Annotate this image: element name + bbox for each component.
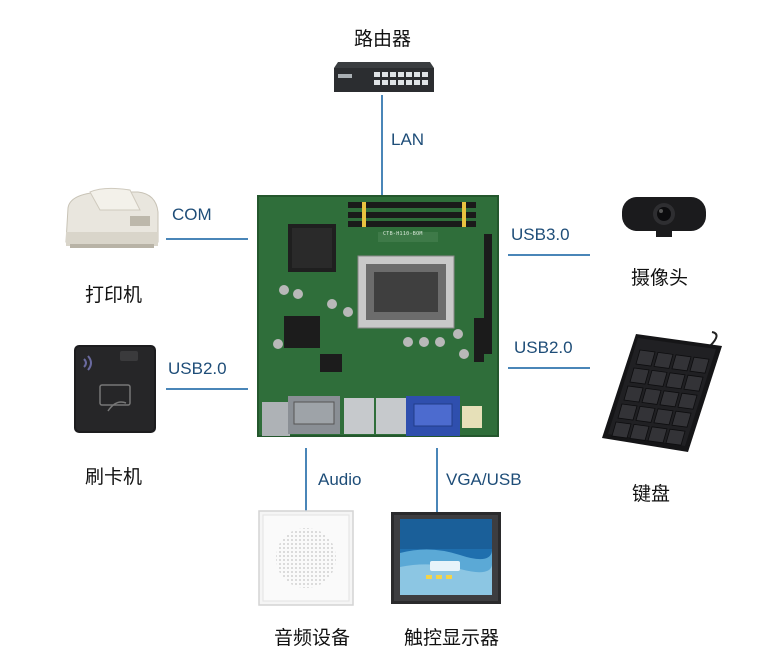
card-reader-icon — [74, 345, 156, 433]
com-label: COM — [172, 205, 212, 224]
card-reader-label: 刷卡机 — [85, 466, 143, 488]
com-line — [166, 238, 248, 240]
keypad-key — [617, 403, 638, 421]
keypad-key — [629, 423, 650, 441]
usb20-right-label: USB2.0 — [514, 338, 573, 357]
audio-label: Audio — [318, 470, 362, 489]
keyboard-label: 键盘 — [632, 483, 671, 505]
keypad-key — [653, 351, 674, 369]
audio-device-label: 音频设备 — [274, 627, 351, 649]
keypad-key — [647, 369, 668, 387]
usb30-label: USB3.0 — [511, 225, 570, 244]
keypad-key — [623, 385, 644, 403]
keypad-key — [647, 426, 668, 444]
keypad-key — [629, 367, 650, 385]
motherboard-icon — [257, 195, 499, 437]
keypad-key — [653, 408, 674, 426]
keypad-key — [689, 356, 710, 374]
keypad-key — [641, 387, 662, 405]
lan-line — [381, 95, 383, 195]
lan-label: LAN — [391, 130, 425, 149]
keyboard-icon — [602, 331, 722, 452]
keypad-key — [665, 372, 686, 390]
speaker-icon — [258, 510, 354, 606]
keypad-key — [665, 428, 686, 446]
usb20-right-line — [508, 367, 590, 369]
vga-usb-line — [436, 448, 438, 512]
keypad-key — [671, 354, 692, 372]
usb20-left-line — [166, 388, 248, 390]
camera-icon — [622, 197, 706, 237]
keypad-key — [659, 390, 680, 408]
usb30-line — [508, 254, 590, 256]
keypad-key — [635, 405, 656, 423]
camera-label: 摄像头 — [631, 267, 689, 289]
keypad-key — [671, 410, 692, 428]
printer-label: 打印机 — [85, 284, 143, 306]
keypad-key — [635, 349, 656, 367]
keypad-key — [677, 392, 698, 410]
touch-display-label: 触控显示器 — [404, 627, 500, 649]
board-model-silk: CTB-H110-BOM — [383, 231, 423, 237]
vga-usb-label: VGA/USB — [446, 470, 522, 489]
touch-display-icon — [391, 512, 501, 604]
printer-icon — [65, 187, 159, 248]
keypad-key — [683, 374, 704, 392]
usb20-left-label: USB2.0 — [168, 359, 227, 378]
router-icon — [334, 62, 434, 92]
audio-line — [305, 448, 307, 518]
router-label: 路由器 — [354, 28, 412, 50]
keypad-key — [611, 421, 632, 439]
